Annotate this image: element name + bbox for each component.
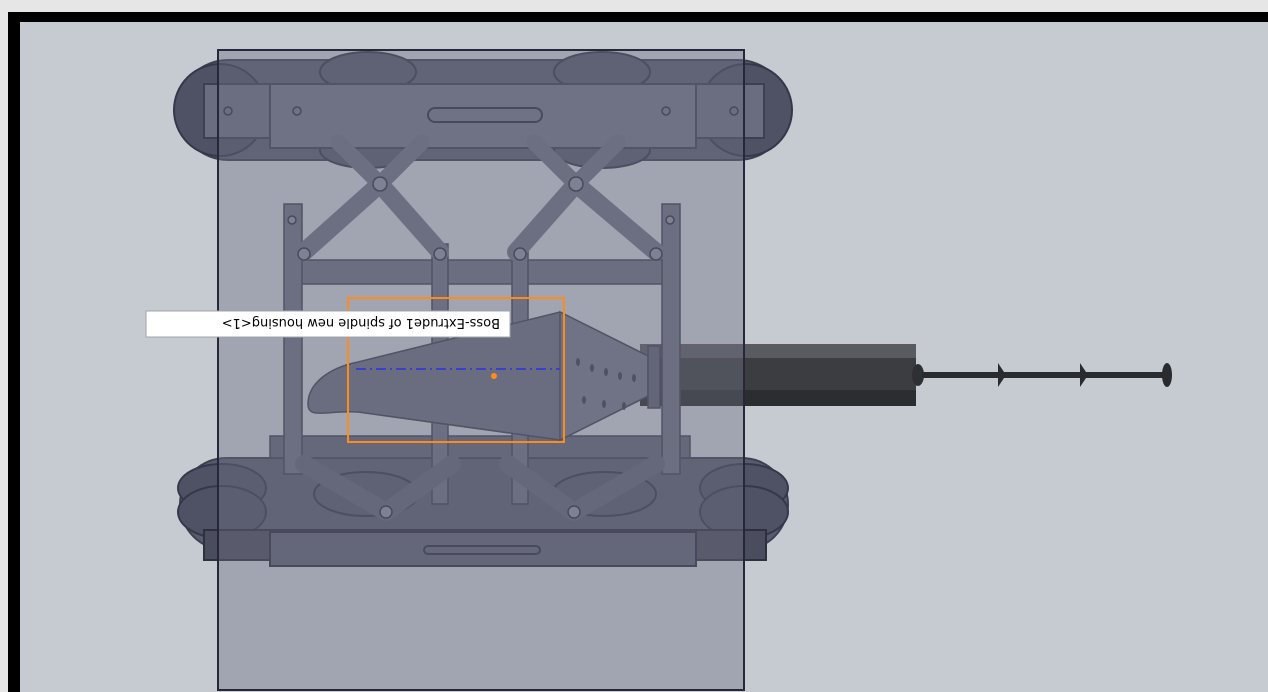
selection-highlight-box[interactable] [347, 297, 565, 443]
vent-hole [590, 364, 594, 372]
pivot-pin[interactable] [297, 247, 311, 261]
left-post[interactable] [283, 203, 303, 475]
pivot-pin[interactable] [372, 176, 388, 192]
spindle-housing-highlight [640, 344, 916, 358]
spindle-stop-1[interactable] [998, 363, 1006, 387]
spindle-tip[interactable] [1162, 363, 1172, 387]
tooltip-label: Boss-Extrude1 of spindle new housing<1> [222, 315, 500, 330]
pivot-pin[interactable] [567, 505, 581, 519]
upper-arm-4[interactable] [567, 175, 665, 261]
upper-arm-3[interactable] [507, 175, 585, 261]
pivot-pin[interactable] [287, 215, 297, 225]
lower-arm-4[interactable] [565, 455, 665, 521]
axis-origin-marker [491, 373, 497, 379]
bottom-plate-slot[interactable] [423, 545, 541, 555]
spindle-stop-2[interactable] [1080, 363, 1088, 387]
spindle-end-cap [912, 364, 924, 386]
scissor-linkage[interactable] [269, 134, 691, 521]
upper-link-4[interactable] [568, 134, 626, 192]
upper-link-1[interactable] [330, 134, 388, 192]
feature-tooltip: Boss-Extrude1 of spindle new housing<1> [145, 310, 511, 338]
upper-arm-2[interactable] [371, 175, 449, 261]
lower-arm-2[interactable] [377, 455, 461, 521]
top-bogie[interactable] [173, 51, 793, 169]
top-plate-hole [729, 106, 739, 116]
vent-hole [576, 358, 580, 366]
vent-hole [622, 402, 626, 410]
tooltip-box [145, 310, 511, 338]
vent-hole [618, 372, 622, 380]
upper-link-2[interactable] [372, 134, 430, 192]
top-plate-hole [292, 106, 302, 116]
upper-link-3[interactable] [526, 134, 584, 192]
top-plate-hole [661, 106, 671, 116]
lower-arm-1[interactable] [295, 455, 395, 521]
pivot-pin[interactable] [379, 505, 393, 519]
vent-hole [582, 396, 586, 404]
pivot-pin[interactable] [568, 176, 584, 192]
spindle-rod[interactable] [922, 372, 1168, 378]
vent-hole [632, 374, 636, 382]
pivot-pin[interactable] [513, 247, 527, 261]
vent-hole [602, 400, 606, 408]
upper-arm-1[interactable] [295, 175, 389, 261]
pivot-pin[interactable] [649, 247, 663, 261]
bottom-plate-center[interactable] [269, 531, 697, 567]
pivot-pin[interactable] [433, 247, 447, 261]
right-post[interactable] [661, 203, 681, 475]
spindle-housing-shadow [640, 390, 916, 406]
upper-rail[interactable] [289, 259, 671, 285]
top-plate-slot[interactable] [427, 107, 543, 123]
vent-hole [604, 368, 608, 376]
housing-flange[interactable] [647, 345, 661, 409]
cad-model-view[interactable]: Boss-Extrude1 of spindle new housing<1> [8, 12, 1268, 692]
top-plate-hole [223, 106, 233, 116]
pivot-pin[interactable] [665, 215, 675, 225]
lower-arm-3[interactable] [499, 455, 583, 521]
graphics-viewport[interactable]: Boss-Extrude1 of spindle new housing<1> [8, 12, 1268, 692]
spindle-assembly[interactable] [640, 344, 1172, 406]
